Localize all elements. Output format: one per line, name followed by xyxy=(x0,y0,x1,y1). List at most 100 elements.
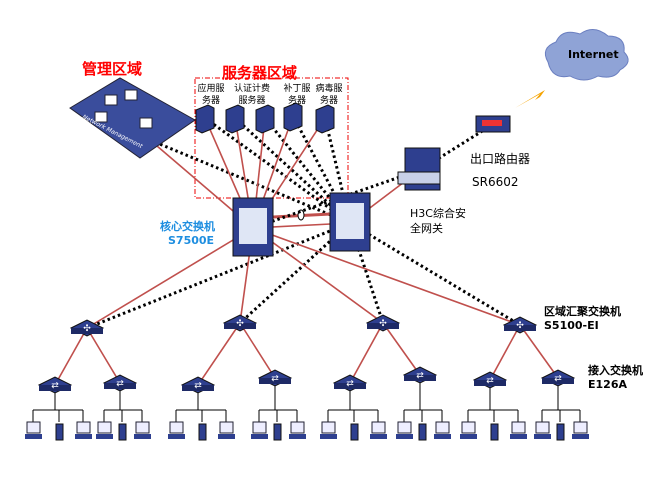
access-switch-model: E126A xyxy=(588,378,627,391)
base xyxy=(96,434,113,439)
access-switch-icon: ⇄ xyxy=(257,369,293,387)
phone-body xyxy=(418,423,427,441)
desktop-pc-icon xyxy=(75,421,92,439)
switch-arrows-glyph: ⇄ xyxy=(271,374,279,384)
link-aggregation-access xyxy=(54,327,88,386)
base xyxy=(320,434,337,439)
router-name: 出口路由器 xyxy=(470,152,531,166)
switch-arrows-glyph: ⇄ xyxy=(486,376,494,386)
screen xyxy=(511,421,526,434)
laptop-icon xyxy=(534,421,551,439)
switch-arrows-glyph: ⇄ xyxy=(416,371,424,381)
switch-arrows-glyph: ⇄ xyxy=(554,374,562,384)
server-body xyxy=(255,104,275,134)
desktop-pc-icon xyxy=(370,421,387,439)
monitor-icon xyxy=(124,89,138,101)
link-core-b-aggregation xyxy=(86,221,351,330)
desktop-pc-icon xyxy=(434,421,451,439)
phone-body xyxy=(350,423,359,441)
desktop-pc-icon xyxy=(134,421,151,439)
phone-icon xyxy=(118,423,127,441)
router-model: SR6602 xyxy=(472,175,519,189)
switch-side xyxy=(71,328,103,334)
base xyxy=(510,434,527,439)
link-core-a-aggregation xyxy=(252,227,384,324)
switch-arrows-glyph: ⇄ xyxy=(194,381,202,391)
phone-body xyxy=(55,423,64,441)
screen xyxy=(135,421,150,434)
base xyxy=(534,434,551,439)
switch-side xyxy=(182,385,214,391)
base xyxy=(251,434,268,439)
switch-arrows-glyph: ⇄ xyxy=(51,381,59,391)
screen xyxy=(169,421,184,434)
screen xyxy=(252,421,267,434)
core-switch-b-icon xyxy=(329,192,371,252)
switch-side xyxy=(474,380,506,386)
base xyxy=(25,434,42,439)
aggregation-switch-icon: ✣ xyxy=(222,314,258,332)
phone-body xyxy=(490,423,499,441)
link-aggregation-access xyxy=(239,322,276,379)
base xyxy=(460,434,477,439)
screen xyxy=(290,421,305,434)
screen xyxy=(461,421,476,434)
network-management-platform-icon: Network Management xyxy=(69,77,196,159)
link-aggregation-access xyxy=(382,322,421,376)
switch-arrows-glyph: ✣ xyxy=(83,324,91,334)
screen xyxy=(535,421,550,434)
screen xyxy=(76,421,91,434)
link-core-a-aggregation xyxy=(252,227,521,326)
server-icon xyxy=(225,104,245,134)
switch-arrows-glyph: ✣ xyxy=(236,319,244,329)
monitor-icon xyxy=(139,117,153,129)
server-icon xyxy=(283,102,303,132)
base xyxy=(134,434,151,439)
phone-icon xyxy=(418,423,427,441)
desktop-pc-icon xyxy=(510,421,527,439)
router-icon xyxy=(475,115,511,133)
switch-side xyxy=(39,385,71,391)
desktop-pc-icon xyxy=(289,421,306,439)
management-zone-label: 管理区域 xyxy=(82,60,143,78)
switch-side xyxy=(542,378,574,384)
aggregation-switch-icon: ✣ xyxy=(69,319,105,337)
aggregation-switch-model: S5100-EI xyxy=(544,319,599,332)
switch-side xyxy=(504,325,536,331)
phone-icon xyxy=(490,423,499,441)
firewall-icon xyxy=(397,147,441,191)
access-switch-icon: ⇄ xyxy=(180,376,216,394)
laptop-icon xyxy=(460,421,477,439)
core-switch-model: S7500E xyxy=(168,234,215,247)
access-switch-icon: ⇄ xyxy=(540,369,576,387)
access-switch-icon: ⇄ xyxy=(472,371,508,389)
desktop-pc-icon xyxy=(218,421,235,439)
phone-body xyxy=(118,423,127,441)
switch-side xyxy=(367,323,399,329)
aggregation-switch-icon: ✣ xyxy=(365,314,401,332)
base xyxy=(218,434,235,439)
phone-icon xyxy=(556,423,565,441)
phone-icon xyxy=(273,423,282,441)
screen xyxy=(435,421,450,434)
access-switch-icon: ⇄ xyxy=(102,374,138,392)
laptop-icon xyxy=(168,421,185,439)
link-aggregation-access xyxy=(519,324,559,379)
internet-cloud-icon xyxy=(544,29,629,81)
monitor-icon xyxy=(104,94,118,106)
link-server-core-b xyxy=(204,116,351,225)
aggregation-switch-icon: ✣ xyxy=(502,316,538,334)
aggregation-switch-name: 区域汇聚交换机 xyxy=(544,305,621,318)
server-icon xyxy=(315,104,335,134)
base xyxy=(396,434,413,439)
laptop-icon xyxy=(96,421,113,439)
laptop-icon xyxy=(320,421,337,439)
server-label-auth: 认证计费服务器 xyxy=(233,84,270,106)
server-zone-label: 服务器区域 xyxy=(222,64,298,82)
firewall-label-2: 全网关 xyxy=(410,222,443,235)
internet-label: Internet xyxy=(568,48,619,61)
server-label-virus: 病毒服务器 xyxy=(315,84,343,106)
server-label-app: 应用服务器 xyxy=(197,84,225,106)
switch-arrows-glyph: ⇄ xyxy=(116,379,124,389)
